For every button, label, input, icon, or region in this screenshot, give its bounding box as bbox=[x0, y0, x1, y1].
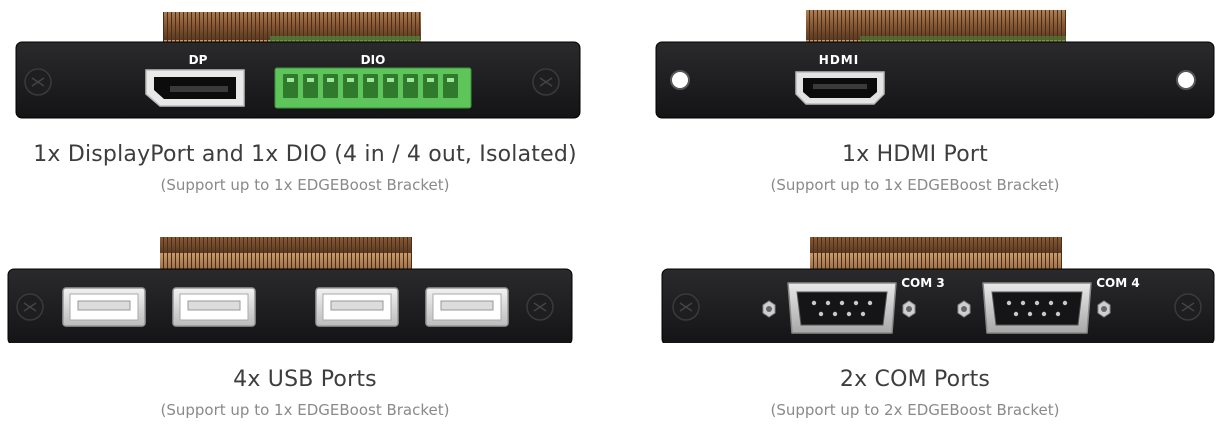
usb-port-4 bbox=[425, 287, 509, 327]
module-card-dp-dio: DP DIO bbox=[0, 0, 610, 213]
module-subtitle: (Support up to 1x EDGEBoost Bracket) bbox=[770, 176, 1060, 194]
com4-label: COM 4 bbox=[1096, 276, 1139, 290]
module-card-com: COM 3 COM 4 bbox=[610, 213, 1220, 426]
hdmi-module-icon: HDMI bbox=[655, 10, 1215, 119]
displayport-dio-module-image: DP DIO bbox=[0, 0, 610, 130]
module-subtitle: (Support up to 2x EDGEBoost Bracket) bbox=[770, 401, 1060, 419]
usb-port-3 bbox=[315, 287, 399, 327]
usb-port-1 bbox=[62, 287, 146, 327]
com3-label: COM 3 bbox=[901, 276, 944, 290]
com4-connector bbox=[957, 282, 1111, 334]
module-title: 1x DisplayPort and 1x DIO (4 in / 4 out,… bbox=[33, 142, 577, 167]
module-subtitle: (Support up to 1x EDGEBoost Bracket) bbox=[160, 401, 450, 419]
displayport-dio-module-icon: DP DIO bbox=[15, 12, 581, 119]
module-title: 1x HDMI Port bbox=[842, 142, 988, 167]
dio-label: DIO bbox=[361, 53, 386, 67]
dp-label: DP bbox=[189, 53, 208, 67]
hdmi-label: HDMI bbox=[819, 53, 859, 67]
com3-connector bbox=[762, 282, 916, 334]
usb-port-2 bbox=[172, 287, 256, 327]
hdmi-module-image: HDMI bbox=[610, 0, 1220, 130]
module-subtitle: (Support up to 1x EDGEBoost Bracket) bbox=[160, 176, 450, 194]
module-title: 4x USB Ports bbox=[233, 367, 377, 392]
module-card-usb: 4x USB Ports (Support up to 1x EDGEBoost… bbox=[0, 213, 610, 426]
usb-module-image bbox=[0, 213, 610, 343]
module-card-hdmi: HDMI 1x HDMI Port (Support up to 1x EDGE… bbox=[610, 0, 1220, 213]
usb-module-icon bbox=[7, 237, 573, 343]
com-module-icon: COM 3 COM 4 bbox=[661, 237, 1215, 343]
com-module-image: COM 3 COM 4 bbox=[610, 213, 1220, 343]
module-title: 2x COM Ports bbox=[839, 367, 991, 392]
